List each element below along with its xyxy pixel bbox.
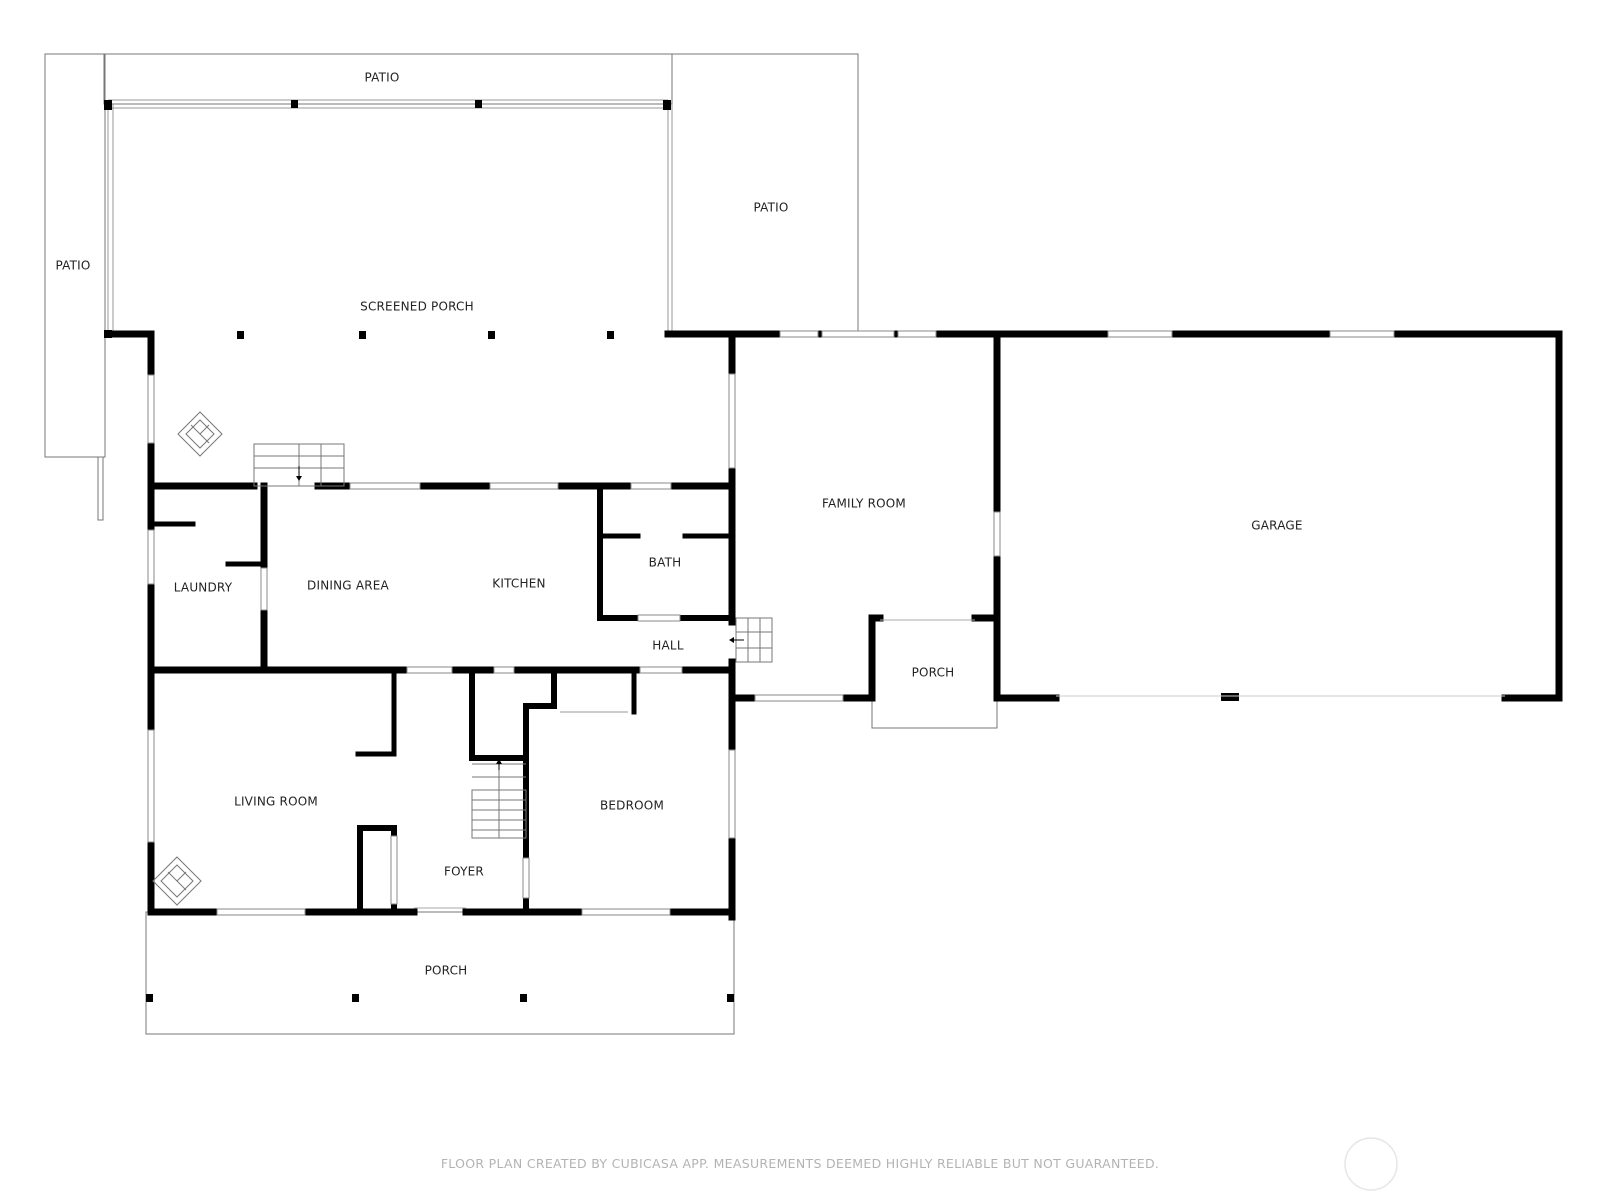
walls: [104, 330, 1563, 921]
label-garage: GARAGE: [1251, 519, 1302, 533]
label-screened-porch: SCREENED PORCH: [360, 300, 474, 314]
room-labels: PATIO PATIO PATIO SCREENED PORCH FAMILY …: [55, 71, 1302, 978]
outdoor-outlines: [44, 53, 998, 1035]
label-kitchen: KITCHEN: [492, 577, 545, 591]
fireplace-icon: [177, 411, 223, 457]
label-foyer: FOYER: [444, 865, 484, 879]
fireplace-icon: [152, 856, 202, 906]
label-patio-top: PATIO: [364, 71, 399, 85]
label-patio-left: PATIO: [55, 259, 90, 273]
label-dining-area: DINING AREA: [307, 579, 390, 593]
label-hall: HALL: [652, 639, 684, 653]
label-family-room: FAMILY ROOM: [822, 497, 906, 511]
label-bedroom: BEDROOM: [600, 799, 664, 813]
fireplace-icons: [152, 411, 223, 906]
label-living-room: LIVING ROOM: [234, 795, 318, 809]
screened-porch-screens: [107, 99, 673, 334]
footer-disclaimer: FLOOR PLAN CREATED BY CUBICASA APP. MEAS…: [441, 1156, 1159, 1171]
label-porch-front: PORCH: [425, 964, 468, 978]
windows: [147, 330, 1395, 916]
label-patio-right: PATIO: [753, 201, 788, 215]
label-porch-small: PORCH: [912, 666, 955, 680]
label-bath: BATH: [649, 556, 682, 570]
label-laundry: LAUNDRY: [174, 581, 233, 595]
stairs: [253, 443, 773, 839]
logo-badge: [1344, 1137, 1398, 1191]
